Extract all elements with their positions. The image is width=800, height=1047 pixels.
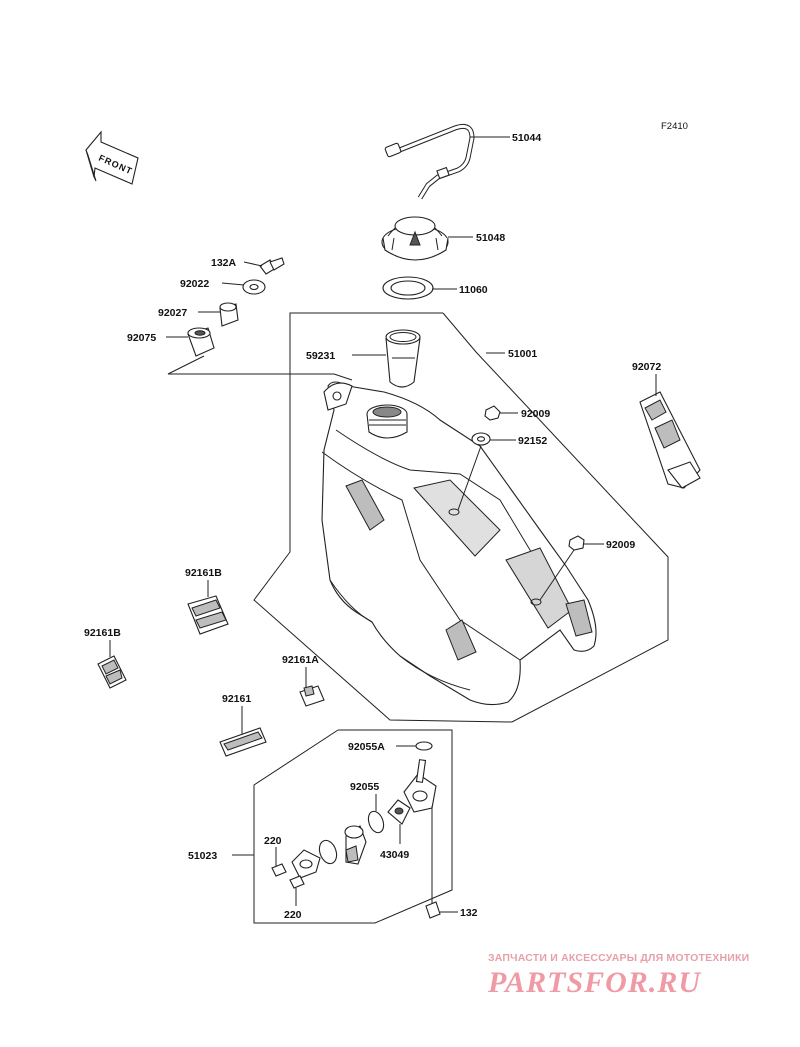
collar-92027 (219, 302, 239, 327)
callout-220-lower: 220 (284, 909, 302, 921)
damper-92075 (187, 327, 215, 357)
breather-tube-51044 (384, 123, 475, 200)
callout-132: 132 (460, 907, 478, 919)
callout-92161A: 92161A (282, 654, 319, 666)
front-arrow-icon: FRONT (85, 130, 139, 185)
plug-92009-side (568, 535, 585, 551)
watermark-logo: PARTSFOR.RU (488, 966, 701, 999)
callout-51023: 51023 (188, 850, 217, 862)
plug-92009-top (484, 405, 501, 421)
callout-92027: 92027 (158, 307, 187, 319)
callout-92072: 92072 (632, 361, 661, 373)
callout-51001: 51001 (508, 348, 537, 360)
callout-43049: 43049 (380, 849, 409, 861)
callout-51044: 51044 (512, 132, 541, 144)
callout-92009-b: 92009 (606, 539, 635, 551)
lever-43049 (387, 799, 411, 825)
callout-51048: 51048 (476, 232, 505, 244)
strap-92072 (639, 391, 701, 489)
pad-92161B-upper (187, 595, 229, 635)
figure-code: F2410 (661, 121, 688, 132)
callout-92055A: 92055A (348, 741, 385, 753)
screw-220-upper (271, 863, 287, 877)
watermark-tagline: ЗАПЧАСТИ И АКСЕССУАРЫ ДЛЯ МОТОТЕХНИКИ (488, 952, 750, 964)
screw-220-lower (289, 875, 305, 889)
fuel-cock-plate (291, 849, 321, 879)
callout-92055: 92055 (350, 781, 379, 793)
pad-92161B-lower (97, 655, 127, 689)
callout-59231: 59231 (306, 350, 335, 362)
gasket-11060 (382, 276, 434, 300)
callout-92022: 92022 (180, 278, 209, 290)
fuel-cock-assembly (403, 759, 437, 905)
callout-92161B-lower: 92161B (84, 627, 121, 639)
o-ring-92055A (415, 741, 433, 751)
callout-92161: 92161 (222, 693, 251, 705)
fuel-cock-strainer (344, 825, 367, 865)
callout-92152: 92152 (518, 435, 547, 447)
callout-11060: 11060 (459, 284, 488, 296)
fuel-cap-51048 (381, 216, 449, 261)
fuel-cock-bracket-outline (253, 729, 453, 924)
fuel-cock-gasket (318, 839, 338, 865)
washer-92022 (242, 279, 266, 295)
screw-132 (425, 901, 441, 919)
callout-220-upper: 220 (264, 835, 282, 847)
callout-92009-a: 92009 (521, 408, 550, 420)
clip-92161A (299, 685, 325, 707)
bolt-132A (259, 257, 285, 275)
o-ring-92055 (367, 810, 385, 834)
filler-strainer-59231 (385, 329, 421, 388)
tank-bracket-outline (253, 312, 669, 723)
callout-92161B-upper: 92161B (185, 567, 222, 579)
pad-92161 (219, 727, 267, 757)
callout-92075: 92075 (127, 332, 156, 344)
mount-leader (167, 355, 353, 381)
fuel-tank-51001 (321, 381, 597, 706)
washer-92152 (471, 432, 491, 446)
callout-132A: 132A (211, 257, 237, 269)
